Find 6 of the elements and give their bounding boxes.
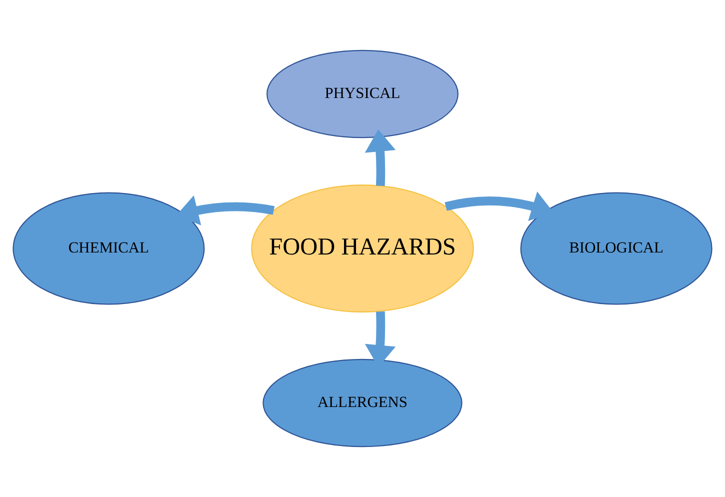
node-ellipse: PHYSICAL [266,50,458,138]
node-ellipse: FOOD HAZARDS [251,184,474,312]
arrow [364,129,396,186]
arrow [444,192,554,222]
node-ellipse: ALLERGENS [262,358,462,448]
node-ellipse: CHEMICAL [12,192,205,305]
